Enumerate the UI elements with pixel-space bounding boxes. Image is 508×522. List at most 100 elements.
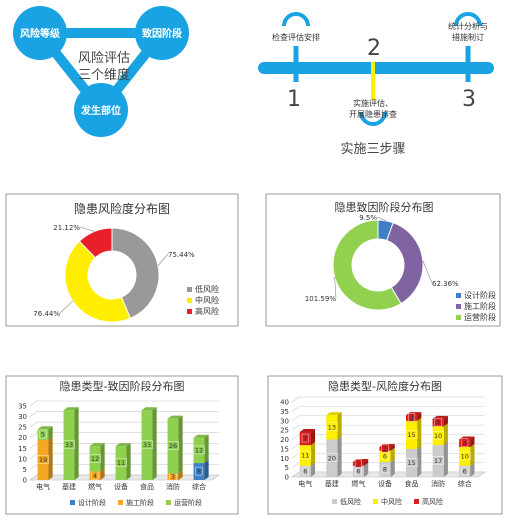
data-label-box: [167, 441, 179, 450]
node-label: 致因阶段: [142, 27, 182, 40]
step-2-text: 实施评估、: [353, 98, 393, 108]
y-tick-label: 20: [18, 434, 27, 442]
three-step-timeline: 检查评估安排 实施评估、 开展隐患排查 统计分析与 措施制订 1 2 3 实施三…: [258, 12, 494, 157]
data-label: 2: [356, 460, 360, 468]
grid-line: [29, 453, 38, 460]
leader-line: [79, 226, 95, 232]
grid-line: [29, 464, 38, 470]
bar-side: [152, 407, 157, 480]
data-label: 17: [434, 457, 442, 465]
data-label: 15: [407, 431, 415, 439]
y-tick-label: 15: [18, 445, 27, 453]
bar-side: [443, 423, 448, 446]
slice-label: 62.36%: [432, 280, 459, 288]
data-label-box: [354, 459, 362, 468]
y-tick-label: 40: [280, 399, 289, 407]
bar-side: [100, 468, 105, 480]
data-label: 8: [383, 466, 387, 474]
bar-top: [299, 429, 316, 432]
y-tick-label: 0: [23, 477, 27, 485]
legend-label: 中风险: [195, 295, 219, 305]
y-tick-label: 25: [280, 427, 289, 435]
data-label-box: [408, 413, 416, 422]
slice-label: 75.44%: [168, 251, 195, 259]
legend-swatch: [456, 304, 461, 309]
bar-side: [470, 444, 475, 466]
data-label: 6: [383, 452, 387, 460]
data-label: 10: [461, 452, 469, 460]
data-label: 26: [169, 442, 177, 450]
x-tick-label: 基建: [325, 479, 339, 488]
data-label-box: [301, 433, 309, 443]
grid-line: [291, 415, 300, 421]
data-label: 6: [463, 467, 467, 475]
x-tick-label: 消防: [166, 482, 180, 491]
y-tick-label: 10: [18, 455, 27, 463]
grid-line: [29, 443, 38, 449]
legend-swatch: [166, 500, 171, 505]
data-label: 11: [301, 451, 309, 459]
bar-side: [178, 470, 183, 480]
risk-triangle-diagram: 风险等级 致因阶段 发生部位 风险评估 三个维度: [13, 6, 189, 137]
legend-label: 高风险: [422, 497, 443, 506]
y-tick-label: 25: [18, 424, 27, 432]
leader-line: [334, 276, 337, 299]
bar-side: [470, 436, 475, 447]
step-number: 1: [287, 87, 301, 112]
data-label: 8: [197, 468, 201, 476]
x-tick-label: 综合: [192, 482, 206, 491]
grid-line: [291, 396, 300, 403]
grid-line: [291, 453, 300, 459]
legend-swatch: [70, 500, 75, 505]
data-label-box: [37, 455, 49, 464]
data-label: 2: [383, 445, 387, 453]
bar-top: [63, 407, 79, 411]
data-label-box: [461, 466, 469, 476]
data-label-box: [193, 445, 205, 455]
step-3-text: 统计分析与: [448, 21, 488, 31]
data-label-box: [458, 451, 471, 461]
data-label-box: [432, 431, 444, 440]
step-1-text: 检查评估安排: [272, 32, 320, 42]
data-label: 15: [407, 459, 415, 467]
node-cause-stage: [135, 6, 189, 60]
data-label: 6: [356, 467, 360, 475]
bar-top: [37, 426, 53, 430]
legend-label: 低风险: [340, 497, 361, 506]
x-tick-label: 燃气: [351, 479, 365, 488]
data-label-box: [434, 417, 442, 427]
charts-layer: 75.44%低风险76.44%中风险21.12%高风险9.5%设计阶段62.36…: [18, 214, 496, 507]
timeline-caption: 实施三步骤: [340, 142, 405, 157]
x-tick-label: 燃气: [88, 482, 102, 491]
chart-title: 隐患类型-致因阶段分布图: [60, 379, 185, 393]
donut-slice: [111, 227, 160, 319]
grid-line: [291, 462, 300, 468]
bar-side: [364, 459, 369, 466]
bar-side: [337, 436, 342, 477]
bar-side: [337, 412, 342, 440]
bar-side: [48, 426, 53, 440]
legend-label: 运营阶段: [174, 498, 202, 507]
data-label-box: [381, 464, 389, 474]
bar-top: [167, 415, 183, 419]
step-arc: [282, 12, 310, 27]
data-label-box: [63, 440, 75, 449]
y-tick-label: 30: [280, 417, 289, 425]
grid-line: [291, 424, 300, 431]
slice-label: 76.44%: [33, 310, 60, 318]
donut-slice: [64, 240, 132, 323]
x-tick-label: 设备: [378, 479, 392, 488]
data-label: 13: [328, 423, 336, 431]
node-location: [74, 83, 128, 137]
legend-swatch: [332, 499, 337, 504]
bar-side: [417, 417, 422, 449]
data-label-box: [39, 429, 47, 439]
legend-label: 高风险: [195, 306, 219, 316]
step-3-text: 措施制订: [452, 32, 484, 42]
step-arc: [454, 12, 482, 27]
slice-label: 9.5%: [359, 214, 377, 222]
bar-top: [193, 434, 209, 438]
data-label: 20: [328, 454, 336, 462]
data-label-box: [432, 456, 444, 465]
data-label: 4: [436, 419, 440, 427]
